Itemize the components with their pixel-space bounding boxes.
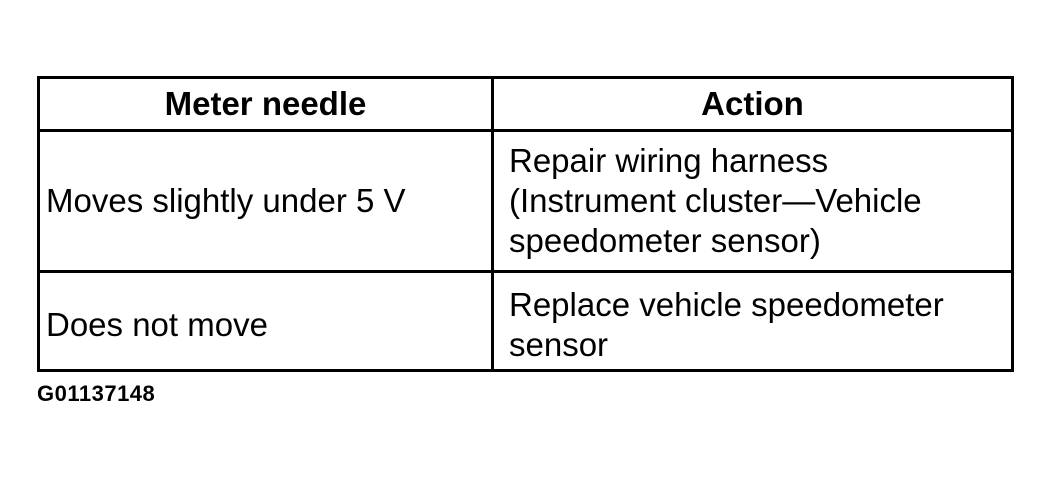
meter-needle-cell: Moves slightly under 5 V (37, 129, 494, 273)
diagnosis-table: Meter needle Action Moves slightly under… (37, 76, 1014, 372)
table-row: Does not move Replace vehicle speedomete… (37, 270, 1014, 372)
table-header-row: Meter needle Action (37, 76, 1014, 132)
table-row: Moves slightly under 5 V Repair wiring h… (37, 129, 1014, 273)
action-line: (Instrument cluster—Vehicle (509, 182, 922, 219)
action-cell: Replace vehicle speedometer sensor (491, 270, 1014, 372)
column-header-action: Action (491, 76, 1014, 132)
figure-id: G01137148 (37, 381, 156, 406)
action-line: Repair wiring harness (509, 142, 829, 179)
action-line: Replace vehicle speedometer (509, 286, 944, 323)
meter-needle-cell: Does not move (37, 270, 494, 372)
action-line: sensor (509, 326, 609, 363)
action-line: speedometer sensor) (509, 222, 821, 259)
action-cell: Repair wiring harness (Instrument cluste… (491, 129, 1014, 273)
column-header-meter-needle: Meter needle (37, 76, 494, 132)
